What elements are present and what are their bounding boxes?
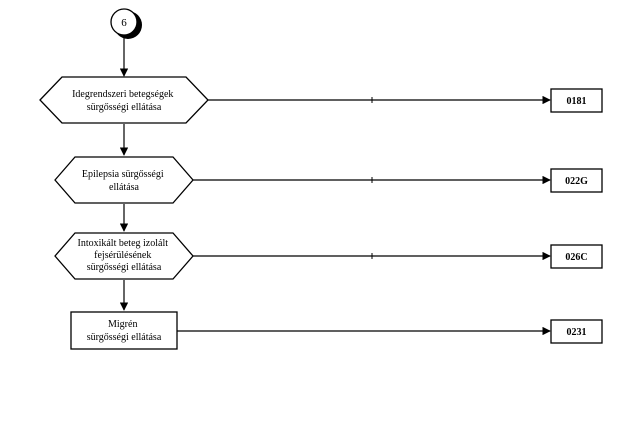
step-1-line-2: sürgősségi ellátása — [87, 102, 162, 113]
connector-node: 6 — [110, 8, 142, 39]
step-3-label: Intoxikált beteg izolált fejsérülésének … — [77, 238, 170, 273]
step-4-line-2: sürgősségi ellátása — [87, 332, 162, 343]
step-2: Epilepsia sürgősségi ellátása 022G — [54, 156, 603, 204]
step-4-rectangle — [70, 311, 178, 350]
step-4: Migrén sürgősségi ellátása 0231 — [70, 311, 603, 350]
step-3-code: 026C — [565, 252, 587, 263]
step-4-label: Migrén sürgősségi ellátása — [87, 319, 162, 343]
step-1-hexagon — [39, 76, 209, 124]
step-4-line-1: Migrén — [108, 319, 137, 330]
step-2-code-box — [550, 168, 603, 193]
step-1-label: Idegrendszeri betegségek sürgősségi ellá… — [72, 89, 176, 113]
step-3-line-3: sürgősségi ellátása — [87, 262, 162, 273]
step-3-line-2: fejsérülésének — [94, 250, 151, 261]
step-1-code: 0181 — [567, 96, 587, 107]
step-1: Idegrendszeri betegségek sürgősségi ellá… — [39, 76, 603, 124]
step-2-label: Epilepsia sürgősségi ellátása — [82, 169, 166, 193]
step-2-line-1: Epilepsia sürgősségi — [82, 169, 164, 180]
step-4-code: 0231 — [567, 327, 587, 338]
step-3-line-1: Intoxikált beteg izolált — [77, 238, 168, 249]
connector-label: 6 — [121, 17, 127, 29]
step-1-code-box — [550, 88, 603, 113]
step-1-line-1: Idegrendszeri betegségek — [72, 89, 173, 100]
step-3-code-box — [550, 244, 603, 269]
step-2-line-2: ellátása — [109, 182, 140, 193]
step-4-code-box — [550, 319, 603, 344]
step-2-code: 022G — [565, 176, 588, 187]
step-3: Intoxikált beteg izolált fejsérülésének … — [54, 232, 603, 280]
step-2-hexagon — [54, 156, 194, 204]
